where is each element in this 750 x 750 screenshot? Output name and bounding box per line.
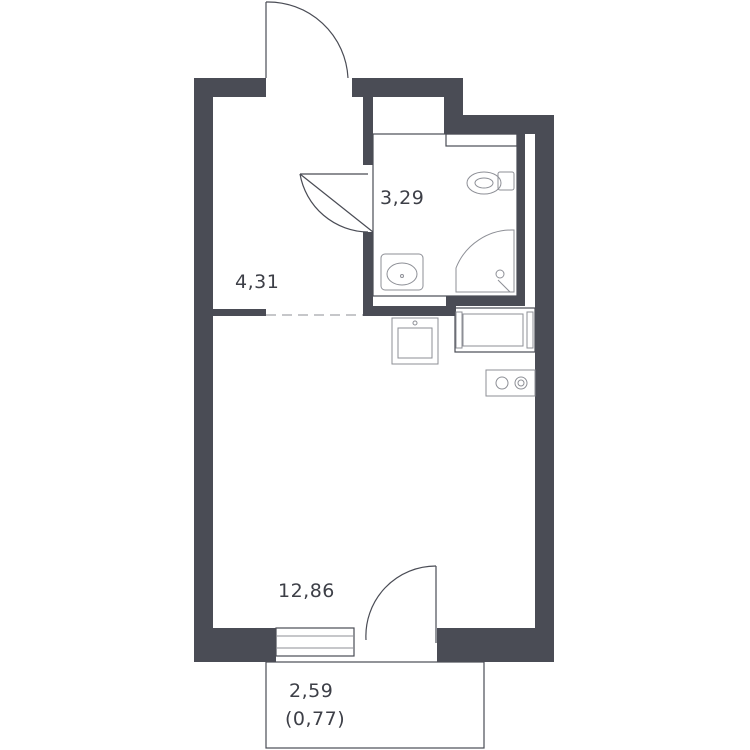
balcony-frame bbox=[265, 661, 485, 749]
interior-walls bbox=[213, 95, 525, 316]
shower-icon bbox=[455, 229, 515, 293]
bath-wall-left-upper bbox=[363, 95, 373, 165]
wall-top-left bbox=[194, 78, 266, 97]
hall-partition-stub bbox=[213, 309, 266, 316]
living-room-area-label: 12,86 bbox=[278, 580, 335, 602]
wall-bottom-right bbox=[437, 628, 554, 662]
wall-top-right bbox=[444, 115, 554, 134]
bath-inner-frame bbox=[372, 133, 518, 297]
kitchen-sink-icon bbox=[391, 317, 439, 365]
outer-walls bbox=[194, 78, 554, 662]
wall-left bbox=[194, 78, 213, 662]
shaft-box bbox=[445, 133, 518, 147]
cooktop-icon bbox=[485, 369, 536, 397]
wall-bottom-left bbox=[194, 628, 276, 662]
bath-wall-left-lower bbox=[363, 232, 373, 316]
balcony-door-swing bbox=[365, 565, 437, 641]
bathroom-area-label: 3,29 bbox=[380, 187, 424, 209]
hallway-area-label: 4,31 bbox=[235, 271, 279, 293]
bath-wall-bottom bbox=[363, 306, 456, 316]
balcony-area-label: 2,59 bbox=[289, 680, 333, 702]
wall-top-middle bbox=[352, 78, 463, 97]
wall-right bbox=[535, 115, 554, 662]
entry-door-swing bbox=[265, 1, 349, 79]
bathroom-fixtures bbox=[380, 171, 515, 293]
kitchen-fixtures bbox=[391, 307, 536, 397]
bath-door-leaf bbox=[299, 173, 374, 233]
sink-icon bbox=[380, 253, 424, 291]
bath-wall-right bbox=[517, 134, 525, 306]
toilet-icon bbox=[466, 171, 515, 195]
balcony-reduced-area-label: (0,77) bbox=[285, 708, 345, 730]
bath-wall-bottom-right bbox=[446, 296, 525, 306]
doors bbox=[265, 1, 437, 643]
bath-door-arc bbox=[299, 173, 369, 233]
fridge-icon bbox=[454, 307, 536, 353]
balcony-window bbox=[275, 627, 355, 657]
balcony bbox=[265, 627, 485, 749]
